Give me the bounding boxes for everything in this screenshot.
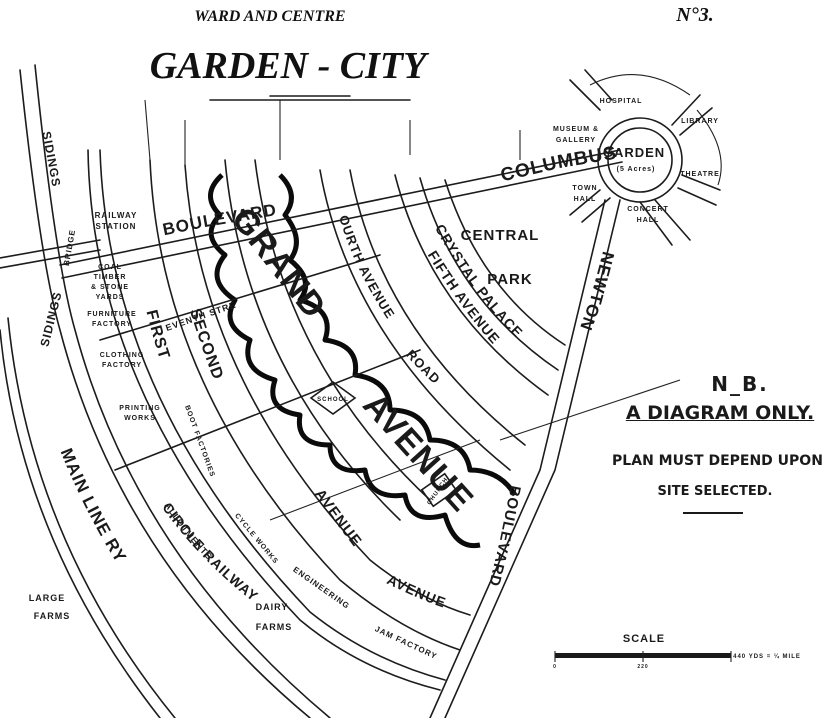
label-central: CENTRAL bbox=[461, 227, 540, 244]
label-dairy-farms-1: DAIRY bbox=[256, 602, 289, 612]
label-garden-sub: (5 Acres) bbox=[617, 166, 656, 173]
label-sidings-bottom: SIDINGS bbox=[37, 290, 63, 348]
scale-bar: SCALE 0 220 440 YDS = ¼ MILE bbox=[553, 633, 801, 670]
label-furniture-2: FACTORY bbox=[92, 321, 132, 328]
label-bridge: BRIDGE bbox=[62, 229, 77, 267]
sheet-number: N°3. bbox=[675, 4, 713, 26]
label-columbus: COLUMBUS bbox=[499, 143, 618, 187]
note-nb: N_B. bbox=[711, 372, 769, 396]
label-dairy-farms-2: FARMS bbox=[256, 622, 293, 632]
svg-text:ALLOTMENTS: ALLOTMENTS bbox=[163, 500, 215, 562]
svg-text:AVENUE: AVENUE bbox=[311, 486, 365, 550]
label-road: ROAD bbox=[403, 347, 442, 387]
svg-text:ROAD: ROAD bbox=[403, 347, 443, 387]
svg-text:MAIN LINE RY: MAIN LINE RY bbox=[57, 446, 131, 567]
label-large-farms-2: FARMS bbox=[34, 611, 71, 621]
note-diagram-only: A DIAGRAM ONLY. bbox=[625, 402, 815, 424]
svg-text:AVENUE: AVENUE bbox=[385, 571, 449, 611]
label-coal-4: YARDS bbox=[96, 294, 125, 301]
note-rule bbox=[683, 512, 743, 514]
label-museum-1: MUSEUM & bbox=[553, 126, 599, 133]
label-school: SCHOOL bbox=[317, 397, 349, 403]
svg-text:COLUMBUS: COLUMBUS bbox=[499, 143, 619, 187]
svg-text:SIDINGS: SIDINGS bbox=[39, 130, 63, 188]
page-title: GARDEN - CITY bbox=[150, 45, 430, 87]
label-cycle: CYCLE WORKS bbox=[233, 512, 279, 565]
label-clothing-1: CLOTHING bbox=[100, 352, 145, 359]
label-sidings-top: SIDINGS bbox=[39, 130, 62, 188]
scale-tick-220: 220 bbox=[637, 664, 648, 670]
label-grand: GRAND bbox=[224, 200, 334, 326]
scale-right-label: 440 YDS = ¼ MILE bbox=[733, 653, 801, 660]
svg-text:SIDINGS: SIDINGS bbox=[37, 290, 64, 348]
label-clothing-2: FACTORY bbox=[102, 362, 142, 369]
note-plan: PLAN MUST DEPEND UPON bbox=[612, 453, 823, 469]
label-town-hall-1: TOWN bbox=[572, 185, 597, 192]
label-garden: GARDEN bbox=[603, 145, 665, 160]
label-theatre: THEATRE bbox=[680, 171, 720, 178]
header-decoration bbox=[209, 95, 411, 101]
label-large-farms-1: LARGE bbox=[29, 593, 66, 603]
label-coal-3: & STONE bbox=[91, 284, 129, 291]
label-printing-1: PRINTING bbox=[119, 405, 160, 412]
svg-text:BOULEVARD: BOULEVARD bbox=[485, 484, 524, 588]
label-coal-1: COAL bbox=[98, 264, 122, 271]
label-concert-hall-1: CONCERT bbox=[627, 206, 669, 213]
label-first: FIRST bbox=[143, 308, 172, 362]
label-furniture-1: FURNITURE bbox=[87, 311, 136, 318]
label-railway-station-2: STATION bbox=[96, 222, 137, 231]
label-town-hall-2: HALL bbox=[574, 196, 597, 203]
label-first-avenue: AVENUE bbox=[385, 571, 448, 611]
label-hospital: HOSPITAL bbox=[600, 98, 643, 105]
label-jam: JAM FACTORY bbox=[373, 624, 438, 661]
label-newton-boulevard: BOULEVARD bbox=[485, 484, 523, 588]
label-printing-2: WORKS bbox=[124, 415, 156, 422]
central-garden bbox=[569, 69, 722, 246]
grand-avenue-boundary bbox=[208, 173, 518, 549]
label-concert-hall-2: HALL bbox=[637, 217, 660, 224]
railway-lines bbox=[0, 64, 331, 718]
label-engineering: ENGINEERING bbox=[291, 565, 351, 611]
label-third-avenue: AVENUE bbox=[311, 486, 364, 550]
header-subtitle: WARD AND CENTRE bbox=[194, 8, 345, 25]
label-railway-station-1: RAILWAY bbox=[95, 211, 138, 220]
church-block bbox=[420, 472, 458, 508]
label-coal-2: TIMBER bbox=[94, 274, 127, 281]
note-site: SITE SELECTED. bbox=[657, 484, 773, 499]
label-library: LIBRARY bbox=[681, 118, 719, 125]
radial-roads bbox=[59, 99, 681, 718]
scale-tick-0: 0 bbox=[553, 664, 557, 670]
label-main-line: MAIN LINE RY bbox=[57, 446, 130, 567]
svg-text:FIRST: FIRST bbox=[143, 308, 173, 362]
school-diamond bbox=[309, 381, 357, 415]
label-park: PARK bbox=[487, 271, 532, 288]
scale-title: SCALE bbox=[623, 633, 665, 645]
label-museum-2: GALLERY bbox=[556, 137, 596, 144]
road-labels: COLUMBUS BOULEVARD GRAND AVENUE CRYSTAL … bbox=[0, 0, 619, 611]
label-allotments: ALLOTMENTS bbox=[163, 500, 214, 562]
